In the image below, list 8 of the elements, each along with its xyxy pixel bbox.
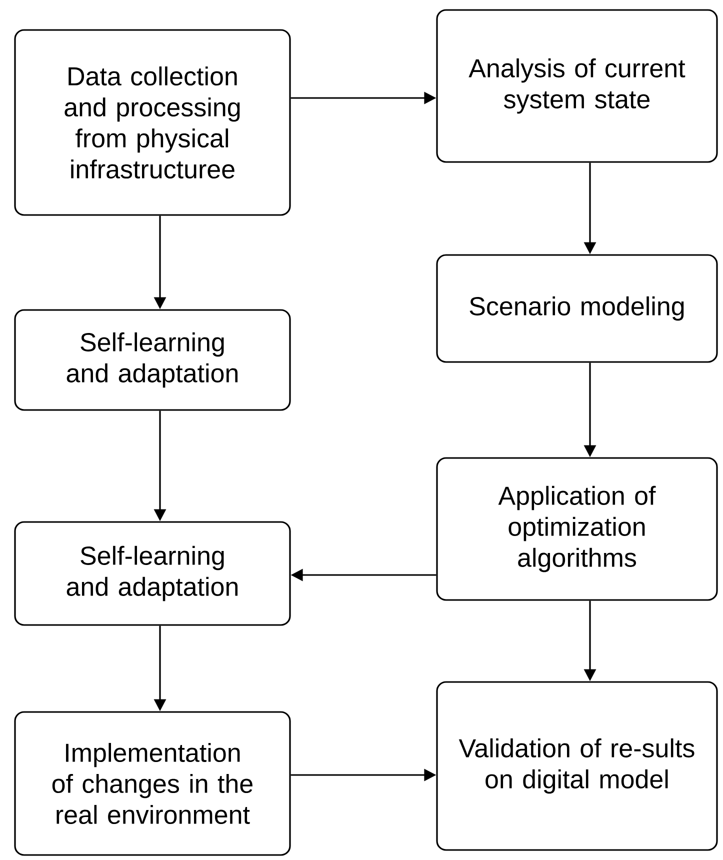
process-box: Application of optimization algorithms xyxy=(436,457,718,601)
process-box: Data collection and processing from physical infrastructuree xyxy=(14,29,291,216)
process-box: Implementation of changes in the real environment xyxy=(14,711,291,856)
process-box: Self-learning and adaptation xyxy=(14,309,291,411)
process-box: Scenario modeling xyxy=(436,254,718,363)
process-box: Self-learning and adaptation xyxy=(14,521,291,626)
process-box: Analysis of current system state xyxy=(436,9,718,163)
process-box: Validation of re-sults on digital model xyxy=(436,681,718,851)
